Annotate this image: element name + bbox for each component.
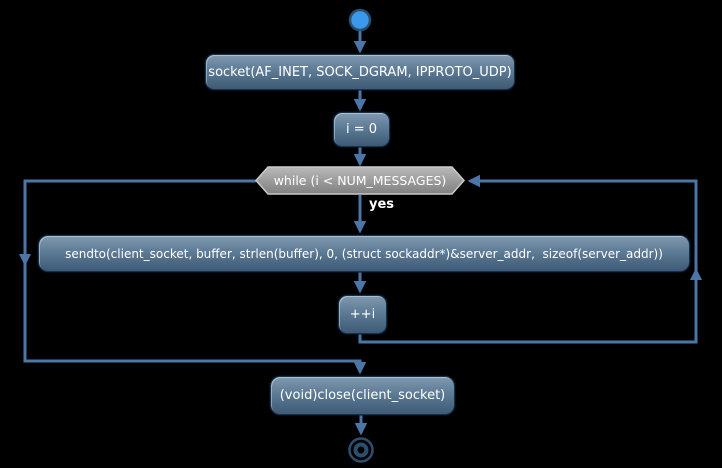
node-socket-call: socket(AF_INET, SOCK_DGRAM, IPPROTO_UDP) xyxy=(205,54,515,90)
start-node xyxy=(348,8,372,32)
node-init-counter-label: i = 0 xyxy=(345,122,378,137)
edge-label-yes: yes xyxy=(369,197,395,212)
edge-loopback xyxy=(358,174,698,344)
node-increment-label: ++i xyxy=(349,307,376,322)
node-socket-call-label: socket(AF_INET, SOCK_DGRAM, IPPROTO_UDP) xyxy=(208,64,512,80)
node-increment: ++i xyxy=(338,295,387,334)
end-node-outer-ring xyxy=(348,437,374,463)
node-sendto-call: sendto(client_socket, buffer, strlen(buf… xyxy=(38,235,690,272)
edge-loop-exit xyxy=(23,179,367,375)
node-while-loop-label: while (i < NUM_MESSAGES) xyxy=(273,173,447,188)
exit-edge-mid-arrow xyxy=(19,254,31,266)
end-node-inner-ring xyxy=(353,442,369,458)
node-while-loop: while (i < NUM_MESSAGES) xyxy=(256,167,464,194)
node-close-call: (void)close(client_socket) xyxy=(270,376,455,415)
node-close-call-label: (void)close(client_socket) xyxy=(279,388,446,403)
while-decision-shape xyxy=(254,166,466,195)
node-init-counter: i = 0 xyxy=(333,112,390,147)
node-sendto-call-label: sendto(client_socket, buffer, strlen(buf… xyxy=(65,246,663,261)
loopback-mid-arrow xyxy=(690,268,702,280)
